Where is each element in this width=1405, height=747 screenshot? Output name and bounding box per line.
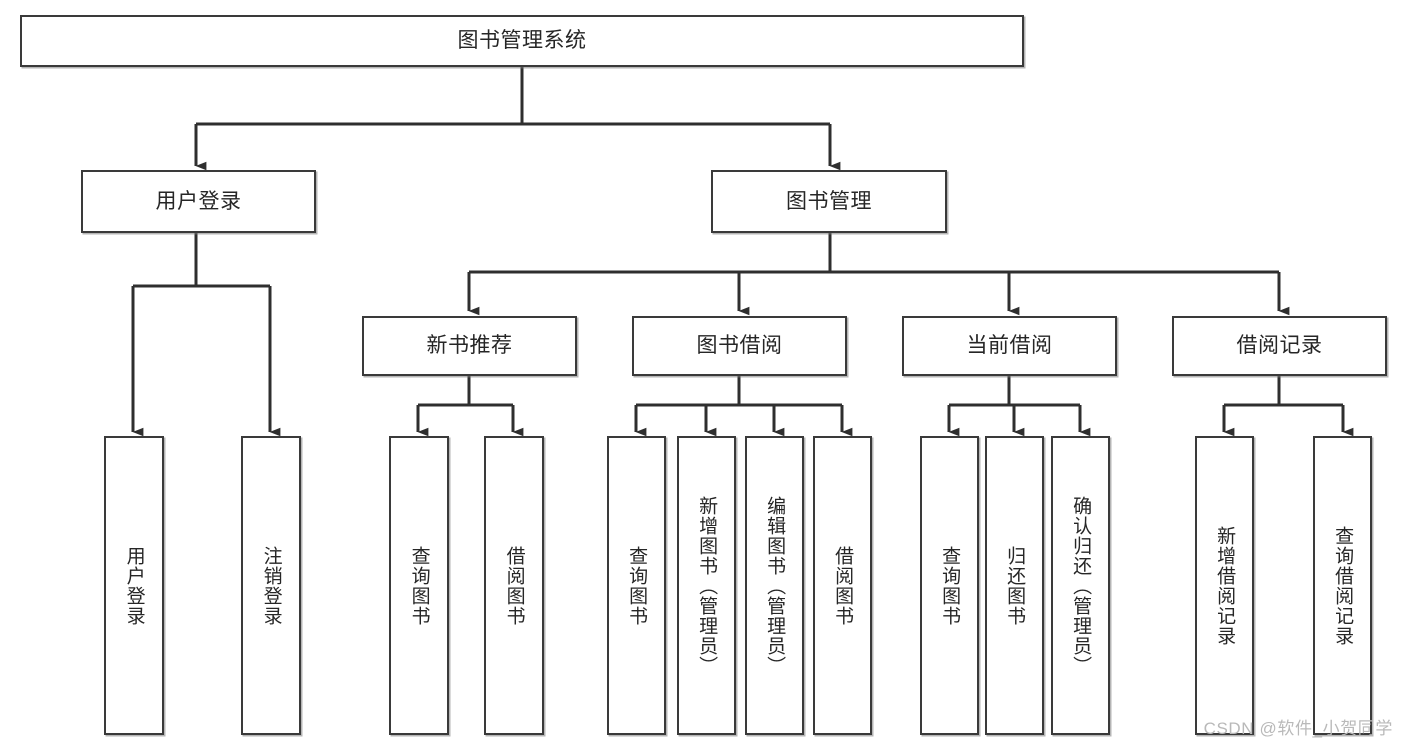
- node-label: 查询图书: [939, 545, 961, 626]
- node-label: 用户登录: [123, 545, 145, 626]
- node-user-login[interactable]: 用户登录: [81, 170, 316, 233]
- node-leaf-query-book-3[interactable]: 查询图书: [920, 436, 979, 735]
- node-leaf-add-book[interactable]: 新增图书（管理员）: [677, 436, 736, 735]
- node-leaf-confirm-return[interactable]: 确认归还（管理员）: [1051, 436, 1110, 735]
- node-label: 图书管理系统: [457, 29, 587, 53]
- node-leaf-query-book-1[interactable]: 查询图书: [389, 436, 449, 735]
- node-label: 查询图书: [626, 545, 648, 626]
- node-label: 归还图书: [1004, 545, 1026, 626]
- node-leaf-borrow-book-1[interactable]: 借阅图书: [484, 436, 544, 735]
- node-label: 借阅图书: [832, 545, 854, 626]
- node-borrow-record[interactable]: 借阅记录: [1172, 316, 1387, 376]
- node-label: 新增图书（管理员）: [696, 495, 718, 676]
- node-label: 借阅记录: [1236, 334, 1323, 358]
- node-label: 查询借阅记录: [1332, 525, 1354, 646]
- node-leaf-return-book[interactable]: 归还图书: [985, 436, 1044, 735]
- node-label: 编辑图书（管理员）: [764, 495, 786, 676]
- node-label: 新增借阅记录: [1214, 525, 1236, 646]
- node-leaf-logout-login[interactable]: 注销登录: [241, 436, 301, 735]
- node-leaf-edit-book[interactable]: 编辑图书（管理员）: [745, 436, 804, 735]
- node-label: 图书借阅: [696, 334, 783, 358]
- node-leaf-user-login[interactable]: 用户登录: [104, 436, 164, 735]
- node-book-borrow[interactable]: 图书借阅: [632, 316, 847, 376]
- node-new-book-recommend[interactable]: 新书推荐: [362, 316, 577, 376]
- node-label: 当前借阅: [966, 334, 1053, 358]
- node-label: 用户登录: [155, 189, 242, 213]
- node-leaf-query-book-2[interactable]: 查询图书: [607, 436, 666, 735]
- node-current-borrow[interactable]: 当前借阅: [902, 316, 1117, 376]
- node-label: 注销登录: [260, 545, 282, 626]
- node-label: 图书管理: [786, 189, 872, 213]
- node-label: 查询图书: [408, 545, 430, 626]
- node-leaf-query-record[interactable]: 查询借阅记录: [1313, 436, 1372, 735]
- node-root-system[interactable]: 图书管理系统: [20, 15, 1024, 67]
- node-label: 借阅图书: [503, 545, 525, 626]
- node-leaf-add-record[interactable]: 新增借阅记录: [1195, 436, 1254, 735]
- node-book-manage[interactable]: 图书管理: [711, 170, 947, 233]
- node-label: 确认归还（管理员）: [1070, 495, 1092, 676]
- node-leaf-borrow-book-2[interactable]: 借阅图书: [813, 436, 872, 735]
- node-label: 新书推荐: [426, 334, 513, 358]
